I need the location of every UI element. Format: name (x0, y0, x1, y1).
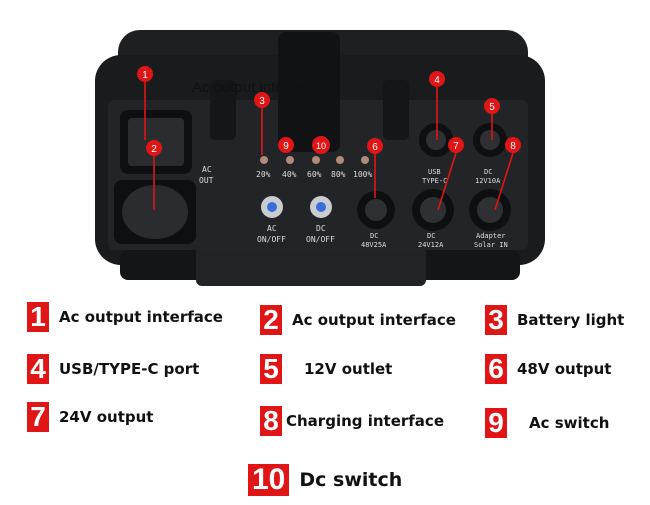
legend-item-10: 10 Dc switch (248, 464, 402, 496)
dc-24v-port-inner (420, 197, 446, 223)
marker-5: 5 (484, 98, 500, 114)
percent-label-20: 20% (256, 170, 271, 179)
ac-out-label-1: AC (202, 165, 212, 174)
legend-number: 10 (248, 464, 290, 496)
legend-number: 4 (27, 354, 49, 384)
charge-label-2: Solar IN (474, 241, 508, 249)
dc-outlet-inner (480, 130, 500, 150)
dc-outlet-label-2: 12V10A (475, 177, 501, 185)
latch-center (278, 32, 340, 152)
legend-item-1: 1 Ac output interface (27, 302, 223, 332)
dc-outlet-label-1: DC (484, 168, 492, 176)
ac-socket-2-cover (122, 185, 188, 239)
legend-label: USB/TYPE-C port (59, 360, 200, 378)
legend-label: 48V output (517, 360, 612, 378)
leader-lines (144, 82, 514, 211)
marker-8: 8 (505, 137, 521, 153)
dc-48v-label-2: 48V25A (361, 241, 387, 249)
svg-text:10: 10 (316, 141, 326, 151)
legend-item-7: 7 24V output (27, 402, 153, 432)
ac-switch-core (267, 202, 277, 212)
marker-1: 1 (137, 66, 153, 82)
overlay-caption: Ac output interface (192, 79, 317, 96)
legend-number: 8 (260, 406, 282, 436)
legend-item-6: 6 48V output (485, 354, 611, 384)
ac-switch-label-1: AC (267, 224, 277, 233)
dc-switch-label-1: DC (316, 224, 326, 233)
battery-light-20 (260, 156, 268, 164)
legend-label: Dc switch (299, 469, 403, 491)
marker-3: 3 (254, 92, 270, 108)
dc-switch-core (316, 202, 326, 212)
dc-24v-label-2: 24V12A (418, 241, 444, 249)
svg-text:3: 3 (259, 96, 265, 107)
dc-48v-label-1: DC (370, 232, 378, 240)
battery-light-60 (312, 156, 320, 164)
legend-number: 6 (485, 354, 507, 384)
leader-line-7 (437, 152, 457, 211)
svg-text:1: 1 (142, 70, 148, 81)
legend-item-2: 2 Ac output interface (260, 305, 456, 335)
legend-number: 9 (485, 408, 507, 438)
legend-item-8: 8 Charging interface (260, 406, 444, 436)
legend-number: 3 (485, 305, 507, 335)
ac-switch-label-2: ON/OFF (257, 235, 286, 244)
svg-text:8: 8 (510, 141, 516, 152)
svg-text:6: 6 (372, 142, 378, 153)
legend-label: Battery light (517, 311, 625, 329)
usb-port-inner (426, 130, 446, 150)
legend-label: Ac switch (529, 414, 610, 432)
svg-text:4: 4 (434, 75, 440, 86)
power-station-photo: AC OUT 20% 40% 60% 80% 100% AC ON/OFF DC… (95, 30, 545, 286)
usb-label-2: TYPE-C (422, 177, 447, 185)
legend-label: 24V output (59, 408, 154, 426)
marker-2: 2 (146, 140, 162, 156)
charge-port-inner (477, 197, 503, 223)
percent-label-40: 40% (282, 170, 297, 179)
usb-label-1: USB (428, 168, 441, 176)
legend-label: Ac output interface (292, 311, 456, 329)
battery-light-80 (336, 156, 344, 164)
battery-light-40 (286, 156, 294, 164)
percent-label-100: 100% (353, 170, 372, 179)
legend-label: Charging interface (286, 412, 444, 430)
latch-right (383, 80, 409, 140)
marker-9: 9 (278, 137, 294, 153)
dc-48v-port-inner (365, 199, 387, 221)
marker-6: 6 (367, 138, 383, 154)
battery-light-100 (361, 156, 369, 164)
dc-24v-label-1: DC (427, 232, 435, 240)
legend-label: 12V outlet (304, 360, 393, 378)
legend-number: 7 (27, 402, 49, 432)
leader-line-8 (494, 152, 514, 211)
marker-7: 7 (448, 137, 464, 153)
percent-label-60: 60% (307, 170, 322, 179)
legend-item-3: 3 Battery light (485, 305, 624, 335)
marker-4: 4 (429, 71, 445, 87)
legend-number: 1 (27, 302, 49, 332)
svg-text:2: 2 (151, 144, 157, 155)
legend-item-4: 4 USB/TYPE-C port (27, 354, 199, 384)
legend-number: 2 (260, 305, 282, 335)
legend-label: Ac output interface (59, 308, 223, 326)
svg-text:9: 9 (283, 141, 289, 152)
legend-item-9: 9 Ac switch (485, 408, 609, 438)
handle-grip (196, 246, 426, 286)
latch-left (210, 80, 236, 140)
ac-out-label-2: OUT (199, 176, 214, 185)
marker-10: 10 (312, 136, 330, 154)
percent-label-80: 80% (331, 170, 346, 179)
dc-switch-label-2: ON/OFF (306, 235, 335, 244)
legend-item-5: 5 12V outlet (260, 354, 392, 384)
charge-label-1: Adapter (476, 232, 506, 240)
svg-text:7: 7 (453, 141, 459, 152)
svg-text:5: 5 (489, 102, 495, 113)
legend-number: 5 (260, 354, 282, 384)
